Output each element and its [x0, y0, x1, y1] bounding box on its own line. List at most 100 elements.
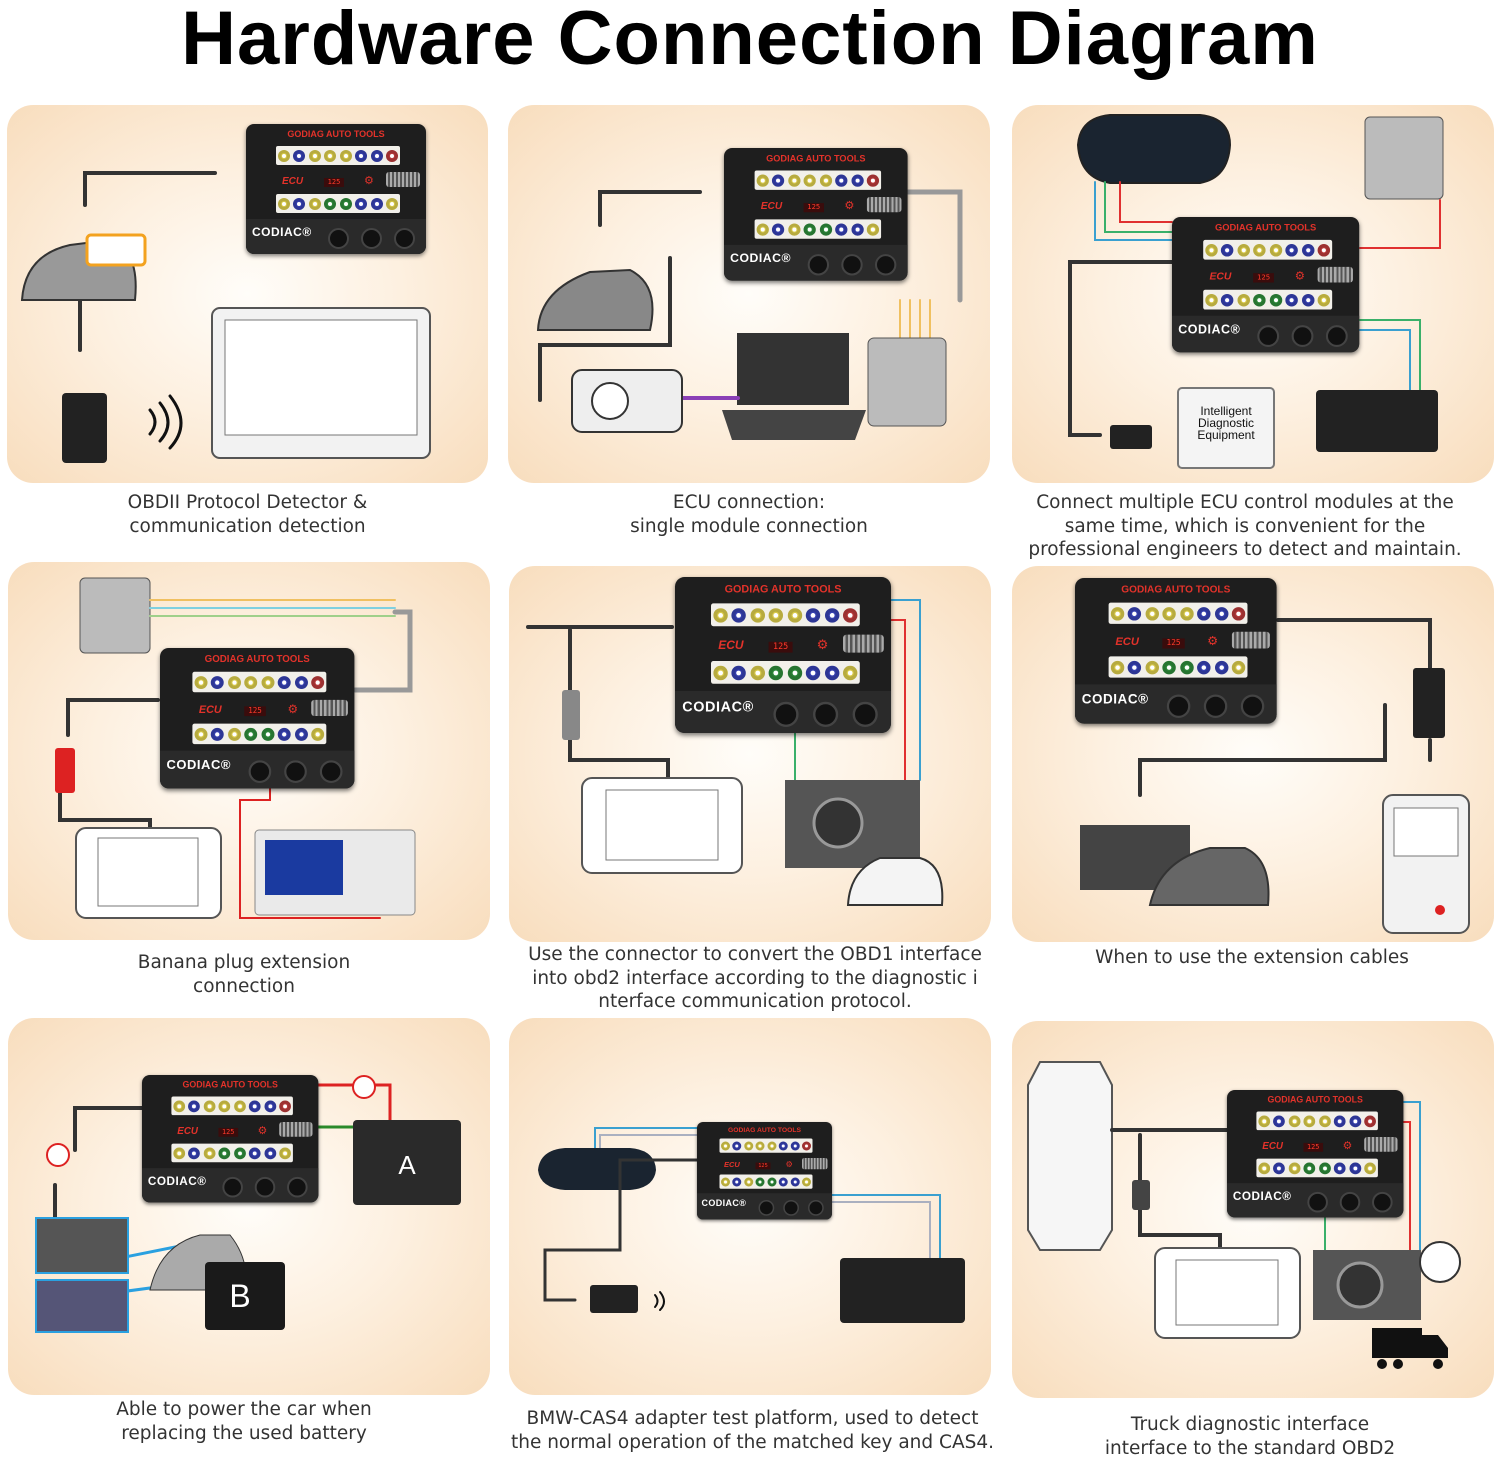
- reset-knob[interactable]: [319, 760, 343, 783]
- banana-jack[interactable]: [203, 1099, 216, 1112]
- banana-jack[interactable]: [835, 222, 848, 236]
- banana-jack[interactable]: [218, 1099, 231, 1112]
- banana-jack[interactable]: [732, 1141, 742, 1151]
- banana-jack[interactable]: [1334, 1114, 1346, 1127]
- banana-jack[interactable]: [790, 1141, 800, 1151]
- banana-jack[interactable]: [311, 675, 325, 689]
- banana-jack[interactable]: [768, 607, 784, 622]
- banana-jack[interactable]: [355, 149, 368, 162]
- banana-jack[interactable]: [355, 197, 368, 210]
- banana-jack[interactable]: [277, 675, 291, 689]
- banana-jack[interactable]: [731, 607, 747, 622]
- banana-jack[interactable]: [1317, 243, 1331, 256]
- banana-jack[interactable]: [1285, 293, 1299, 306]
- banana-jack[interactable]: [1364, 1162, 1377, 1174]
- power-knob[interactable]: [773, 701, 799, 727]
- power-knob[interactable]: [1307, 1191, 1328, 1213]
- banana-jack[interactable]: [294, 675, 308, 689]
- banana-jack[interactable]: [173, 1099, 185, 1112]
- banana-jack[interactable]: [1127, 660, 1142, 674]
- power-knob[interactable]: [222, 1176, 243, 1198]
- banana-jack[interactable]: [324, 149, 337, 162]
- banana-jack[interactable]: [819, 174, 832, 187]
- banana-jack[interactable]: [1214, 660, 1229, 674]
- banana-jack[interactable]: [1301, 243, 1315, 256]
- banana-jack[interactable]: [211, 727, 224, 741]
- mode-knob[interactable]: [841, 254, 863, 276]
- reset-knob[interactable]: [1372, 1191, 1393, 1213]
- banana-jack[interactable]: [277, 727, 291, 741]
- banana-jack[interactable]: [293, 149, 306, 162]
- mode-knob[interactable]: [284, 760, 307, 783]
- banana-jack[interactable]: [835, 174, 848, 187]
- banana-jack[interactable]: [756, 222, 769, 236]
- banana-jack[interactable]: [790, 1177, 800, 1187]
- banana-jack[interactable]: [750, 665, 765, 680]
- banana-jack[interactable]: [1258, 1114, 1270, 1127]
- banana-jack[interactable]: [1269, 293, 1282, 306]
- banana-jack[interactable]: [788, 222, 801, 236]
- banana-jack[interactable]: [787, 665, 802, 680]
- banana-jack[interactable]: [1253, 243, 1266, 256]
- banana-jack[interactable]: [803, 174, 817, 187]
- banana-jack[interactable]: [1214, 606, 1229, 620]
- banana-jack[interactable]: [294, 727, 308, 741]
- banana-jack[interactable]: [802, 1141, 812, 1151]
- banana-jack[interactable]: [1288, 1162, 1301, 1174]
- banana-jack[interactable]: [244, 675, 258, 689]
- banana-jack[interactable]: [293, 197, 306, 210]
- mode-knob[interactable]: [1339, 1191, 1361, 1213]
- banana-jack[interactable]: [1180, 606, 1194, 620]
- banana-jack[interactable]: [756, 174, 769, 187]
- reset-knob[interactable]: [808, 1200, 824, 1216]
- banana-jack[interactable]: [768, 665, 784, 680]
- banana-jack[interactable]: [806, 607, 821, 622]
- banana-jack[interactable]: [227, 727, 241, 741]
- banana-jack[interactable]: [806, 665, 821, 680]
- banana-jack[interactable]: [731, 665, 747, 680]
- banana-jack[interactable]: [188, 1099, 201, 1112]
- banana-jack[interactable]: [249, 1147, 261, 1159]
- banana-jack[interactable]: [802, 1177, 812, 1187]
- banana-jack[interactable]: [767, 1177, 777, 1187]
- banana-jack[interactable]: [194, 727, 208, 741]
- banana-jack[interactable]: [772, 174, 785, 187]
- banana-jack[interactable]: [1364, 1114, 1377, 1127]
- power-knob[interactable]: [1257, 325, 1280, 347]
- banana-jack[interactable]: [755, 1177, 765, 1187]
- banana-jack[interactable]: [1237, 243, 1250, 256]
- reset-knob[interactable]: [852, 701, 878, 727]
- banana-jack[interactable]: [339, 197, 352, 210]
- banana-jack[interactable]: [1145, 606, 1159, 620]
- banana-jack[interactable]: [1318, 1114, 1331, 1127]
- power-knob[interactable]: [1166, 694, 1191, 718]
- banana-jack[interactable]: [1301, 293, 1315, 306]
- banana-jack[interactable]: [218, 1147, 231, 1159]
- banana-jack[interactable]: [264, 1147, 277, 1159]
- banana-jack[interactable]: [843, 607, 858, 622]
- banana-jack[interactable]: [386, 149, 399, 162]
- banana-jack[interactable]: [324, 197, 337, 210]
- banana-jack[interactable]: [787, 607, 802, 622]
- banana-jack[interactable]: [339, 149, 352, 162]
- banana-jack[interactable]: [188, 1147, 201, 1159]
- mode-knob[interactable]: [1203, 694, 1228, 718]
- banana-jack[interactable]: [824, 665, 840, 680]
- banana-jack[interactable]: [1317, 293, 1331, 306]
- banana-jack[interactable]: [1269, 243, 1282, 256]
- banana-jack[interactable]: [203, 1147, 216, 1159]
- banana-jack[interactable]: [1197, 606, 1211, 620]
- banana-jack[interactable]: [1318, 1162, 1331, 1174]
- banana-jack[interactable]: [1349, 1162, 1362, 1174]
- banana-jack[interactable]: [803, 222, 817, 236]
- reset-knob[interactable]: [287, 1176, 308, 1198]
- banana-jack[interactable]: [772, 222, 785, 236]
- banana-jack[interactable]: [713, 665, 728, 680]
- banana-jack[interactable]: [1197, 660, 1211, 674]
- power-knob[interactable]: [758, 1200, 775, 1216]
- power-knob[interactable]: [807, 254, 830, 276]
- banana-jack[interactable]: [279, 1099, 292, 1112]
- banana-jack[interactable]: [1253, 293, 1266, 306]
- banana-jack[interactable]: [1303, 1162, 1316, 1174]
- banana-jack[interactable]: [311, 727, 325, 741]
